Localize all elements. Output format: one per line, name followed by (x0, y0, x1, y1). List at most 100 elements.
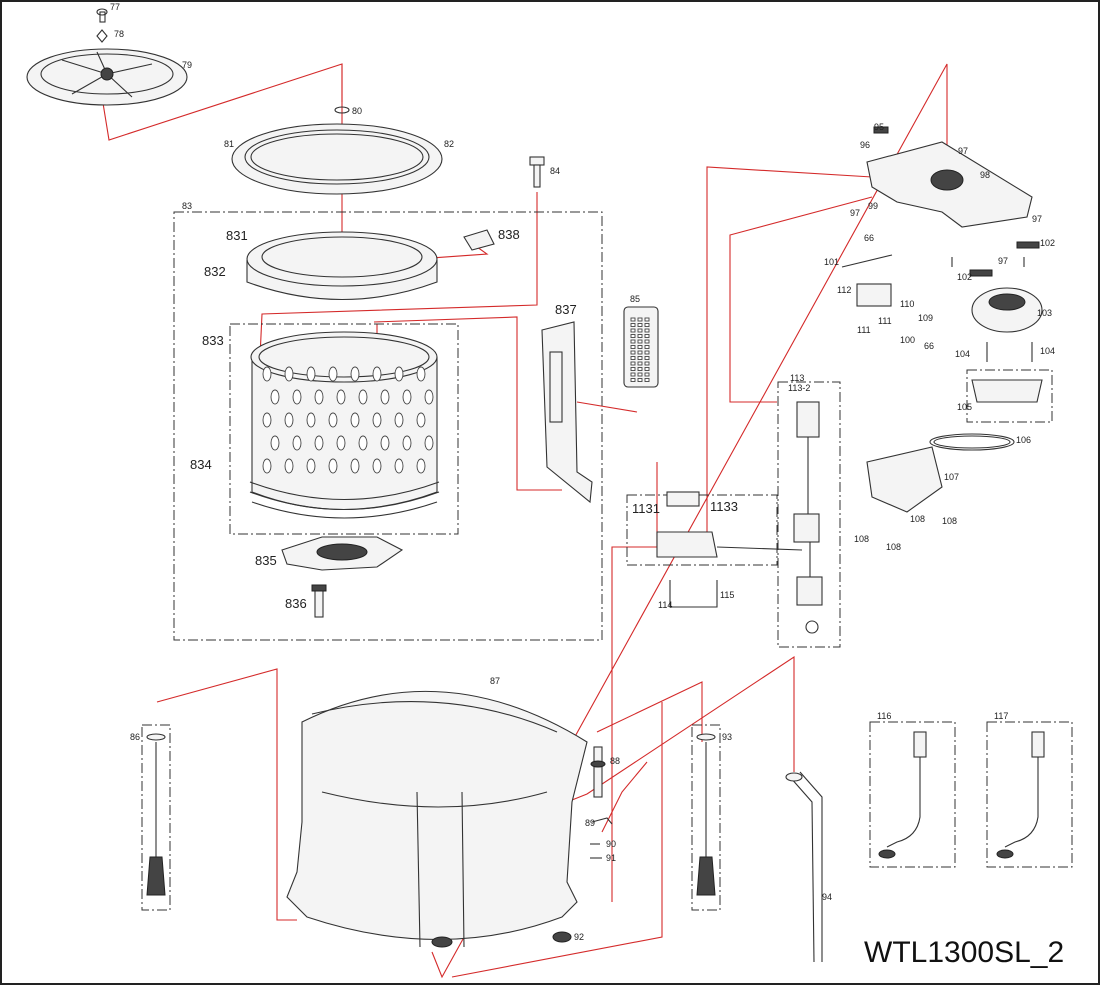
lint-filter-85 (623, 306, 659, 388)
filter-hole (630, 350, 636, 355)
basket-hole (336, 389, 346, 405)
label-91: 91 (606, 853, 616, 863)
tub-ring-831 (246, 229, 495, 300)
filter-hole (644, 367, 650, 371)
label-77: 77 (110, 2, 120, 12)
label-94: 94 (822, 892, 832, 902)
drain-pump-113 (656, 401, 823, 634)
label-106: 106 (1016, 435, 1031, 445)
basket-hole (270, 389, 280, 405)
drain-hose-94 (785, 771, 823, 963)
filter-hole (630, 361, 636, 366)
basket-hole (416, 366, 426, 382)
filter-hole (644, 334, 650, 338)
filter-hole (637, 378, 643, 382)
label-1133: 1133 (710, 499, 738, 514)
label-832: 832 (204, 264, 226, 279)
basket-hole (394, 458, 404, 474)
basket-hole (424, 435, 434, 451)
filter-hole (644, 317, 650, 322)
basket-hole (292, 435, 302, 451)
label-837: 837 (555, 302, 577, 317)
label-95: 95 (874, 122, 884, 132)
valve-parts-88-92 (552, 746, 613, 943)
filter-hole (637, 339, 643, 344)
label-105: 105 (957, 402, 972, 412)
filter-hole (644, 372, 650, 377)
basket-hole (358, 435, 368, 451)
label-104-b: 104 (1040, 346, 1055, 356)
inlet-hose-117 (996, 731, 1045, 859)
filter-hole (644, 323, 650, 327)
basket-hole (372, 366, 382, 382)
label-84: 84 (550, 166, 560, 176)
filter-hole (630, 323, 636, 327)
label-113: 113 (790, 373, 804, 383)
label-102-b: 102 (957, 272, 972, 282)
basket-hole (416, 412, 426, 428)
basket-hole (336, 435, 346, 451)
basket-hole (416, 458, 426, 474)
label-101: 101 (824, 257, 839, 267)
leader-lines (101, 63, 948, 979)
filter-hole (630, 339, 636, 344)
basket-hole (328, 458, 338, 474)
filter-hole (644, 350, 650, 355)
basket-hole (262, 366, 272, 382)
label-110: 110 (900, 299, 914, 309)
filter-hole (637, 372, 643, 377)
label-92: 92 (574, 932, 584, 942)
filter-hole (637, 367, 643, 371)
label-66-b: 66 (924, 341, 934, 351)
flange-835 (281, 536, 404, 618)
filter-hole (630, 372, 636, 377)
label-108-c: 108 (854, 534, 869, 544)
label-111-a: 111 (857, 325, 871, 335)
filter-hole (644, 378, 650, 382)
group-box-105 (966, 369, 1053, 423)
basket-hole (292, 389, 302, 405)
basket-hole (314, 389, 324, 405)
basket-hole (284, 458, 294, 474)
group-box-117 (986, 721, 1073, 868)
filter-hole (644, 339, 650, 344)
basket-hole (394, 412, 404, 428)
filter-hole (630, 334, 636, 338)
label-831: 831 (226, 228, 248, 243)
basket-hole (394, 366, 404, 382)
group-box-1131 (626, 494, 778, 566)
basket-hole (328, 412, 338, 428)
filter-hole (637, 345, 643, 349)
filter-hole (644, 345, 650, 349)
bolt-84 (529, 156, 545, 188)
group-box-93 (691, 724, 721, 911)
inlet-hose-116 (878, 731, 927, 859)
filter-hole (630, 378, 636, 382)
label-82: 82 (444, 139, 454, 149)
label-836: 836 (285, 596, 307, 611)
group-box-86 (141, 724, 171, 911)
filter-hole (637, 334, 643, 338)
label-96: 96 (860, 140, 870, 150)
label-108-a: 108 (910, 514, 925, 524)
basket-hole (270, 435, 280, 451)
group-box-116 (869, 721, 956, 868)
basket-hole (306, 412, 316, 428)
model-code: WTL1300SL_2 (864, 936, 1064, 969)
label-113-2: 113-2 (788, 383, 810, 393)
label-112: 112 (837, 285, 851, 295)
label-834: 834 (190, 457, 212, 472)
label-833: 833 (202, 333, 224, 348)
basket-hole (402, 435, 412, 451)
label-109: 109 (918, 313, 933, 323)
basket-hole (372, 412, 382, 428)
label-85: 85 (630, 294, 640, 304)
label-114: 114 (658, 600, 672, 610)
label-107: 107 (944, 472, 959, 482)
label-100: 100 (900, 335, 915, 345)
basket-hole (358, 389, 368, 405)
filter-hole (630, 367, 636, 371)
basket-hole (306, 458, 316, 474)
basket-hole (284, 412, 294, 428)
